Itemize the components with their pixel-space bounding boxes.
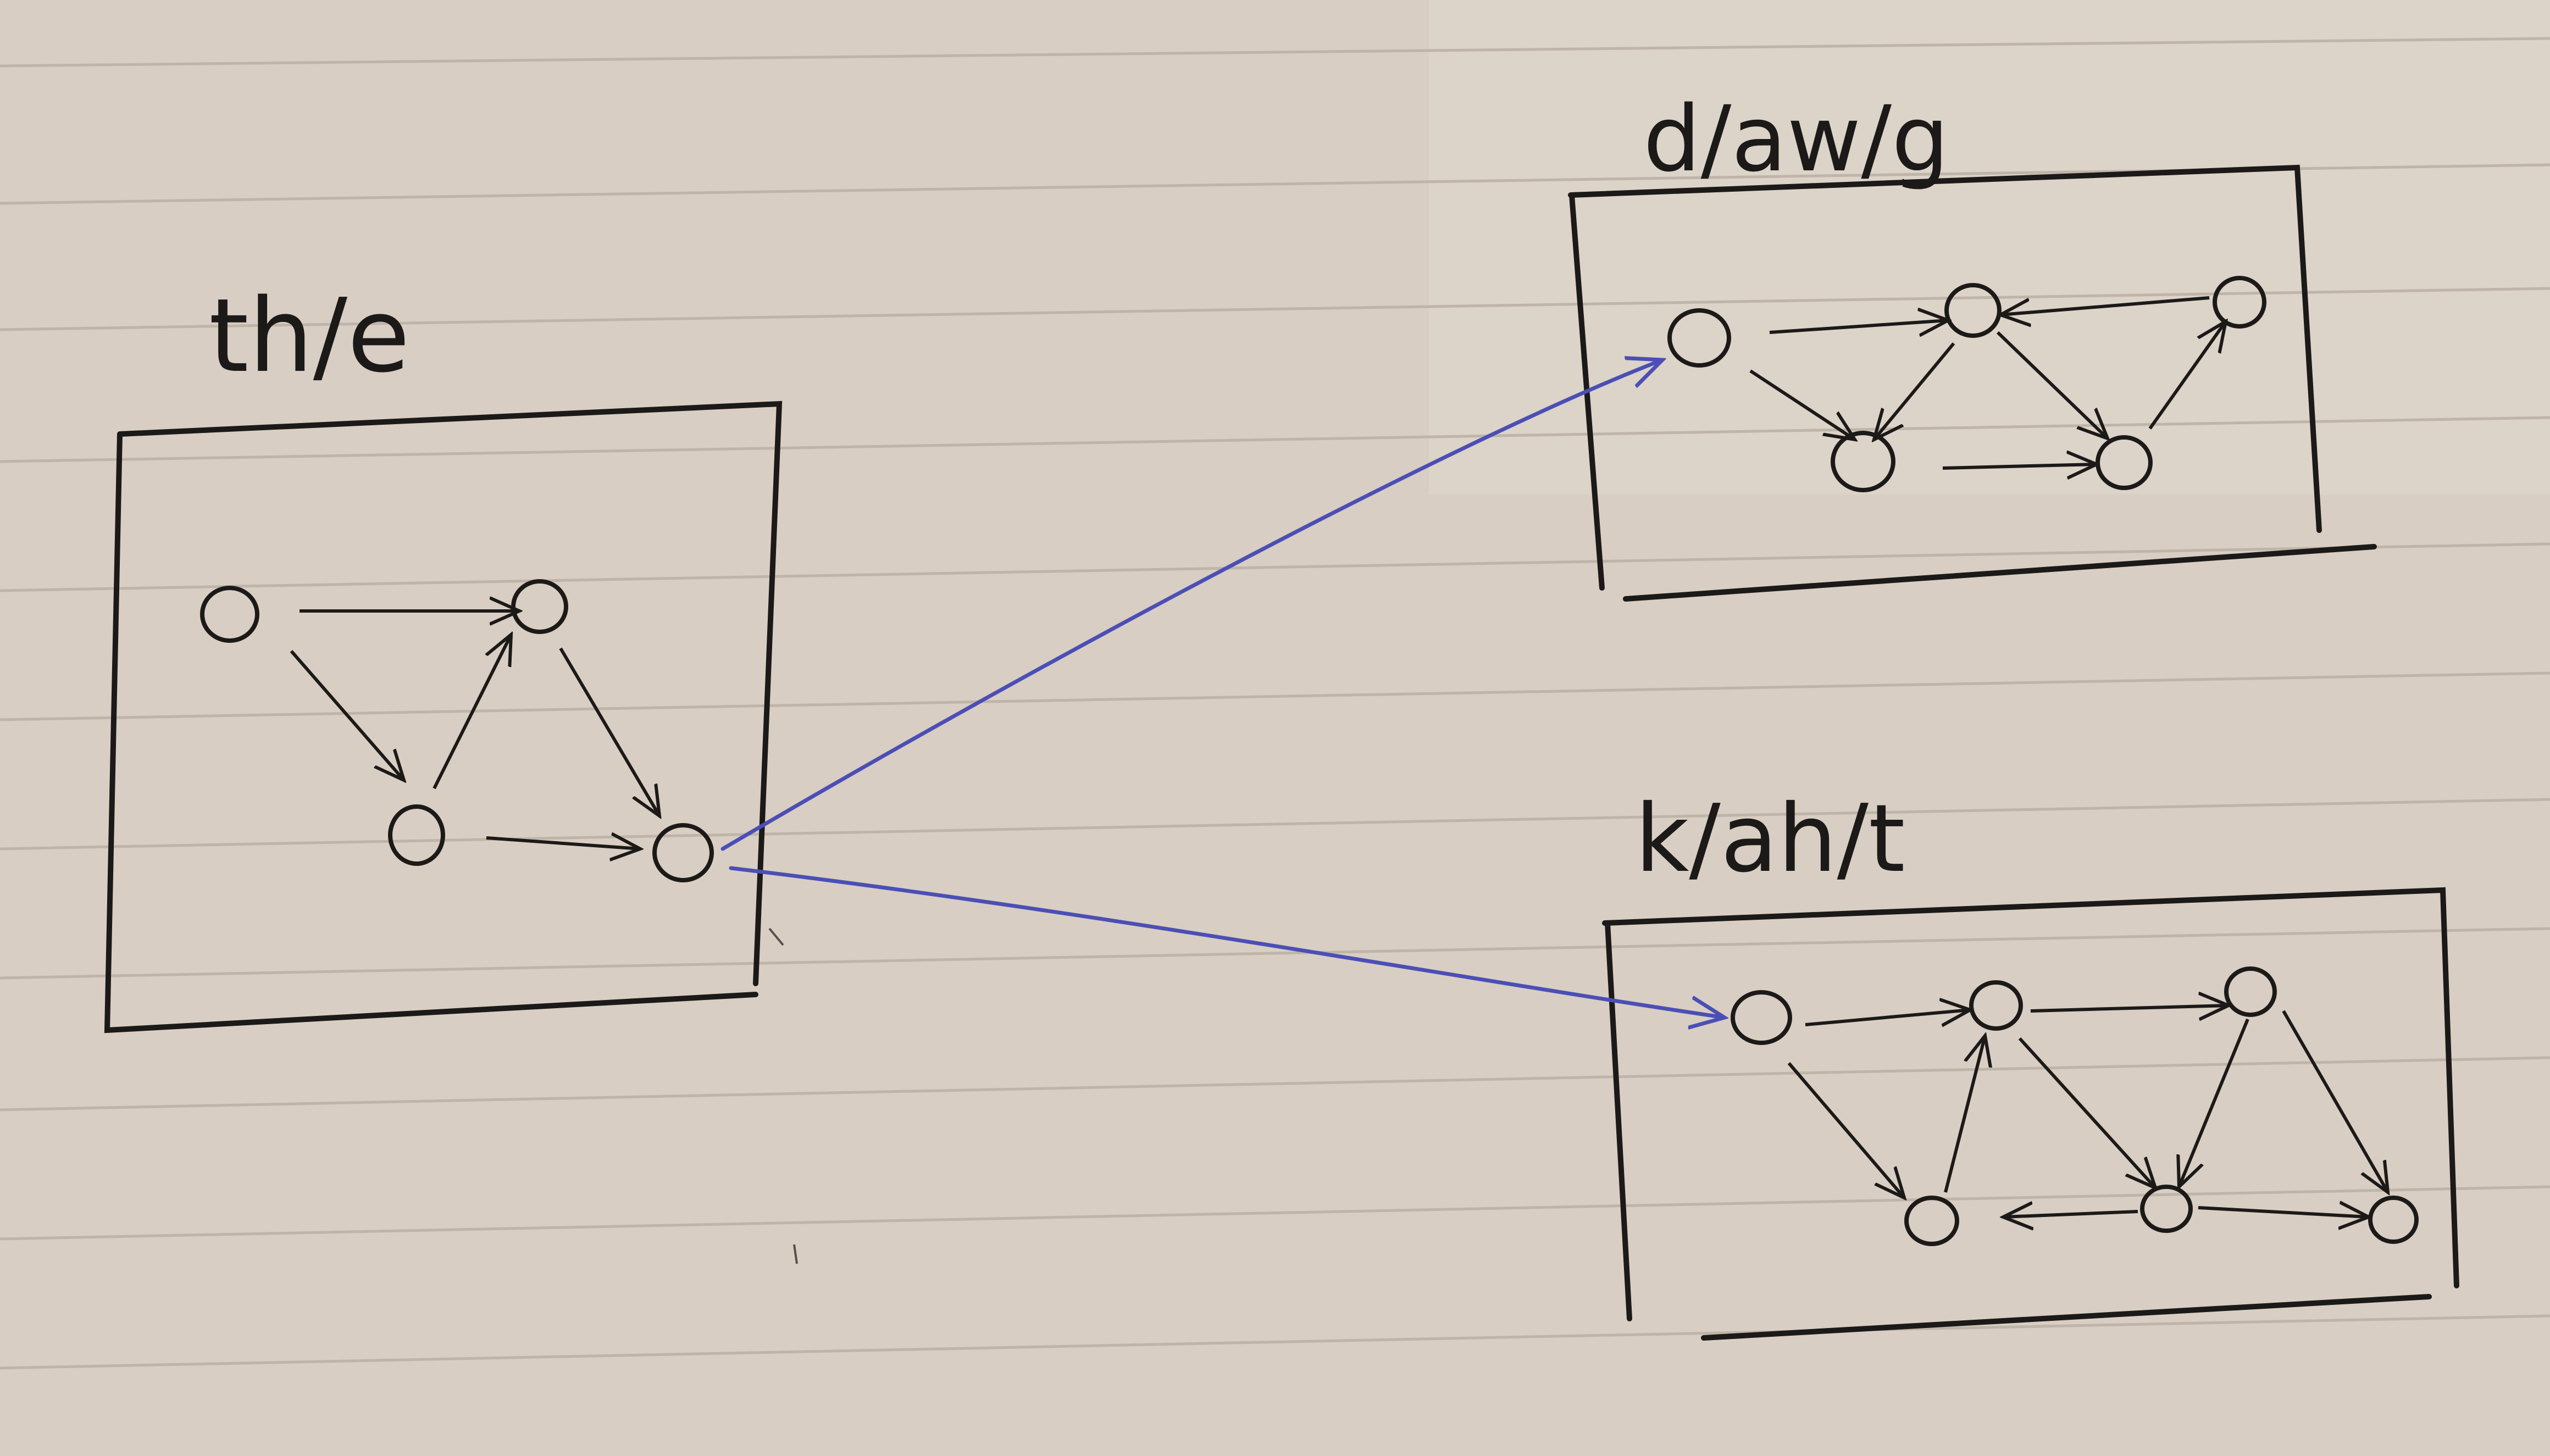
edge — [1749, 369, 1855, 440]
node — [388, 804, 445, 866]
ruled-line — [0, 542, 2550, 592]
node — [2140, 1185, 2193, 1233]
connector-to-d-aw-g — [720, 360, 1662, 851]
ruled-line — [0, 1314, 2550, 1370]
edge — [433, 635, 511, 790]
ruled-line — [0, 287, 2550, 331]
node — [1731, 990, 1792, 1045]
blue-connectors — [720, 360, 1725, 1018]
graph-k-ah-t: k/ah/t — [1602, 785, 2459, 1341]
ruled-line — [0, 671, 2550, 721]
ruled-line — [0, 927, 2550, 980]
edge — [1787, 1062, 1904, 1198]
ruled-line — [0, 1056, 2550, 1112]
edge — [2282, 1010, 2388, 1192]
ruled-line — [0, 37, 2550, 68]
ruled-lines — [0, 37, 2550, 1370]
edge — [1944, 1036, 1985, 1193]
graph-box — [104, 401, 783, 1033]
graph-edges — [1749, 296, 2226, 468]
edge — [2030, 1005, 2229, 1011]
ruled-line — [0, 163, 2550, 205]
edge — [2000, 296, 2210, 315]
ruled-line — [0, 1185, 2550, 1241]
edge — [2198, 1208, 2369, 1217]
stray-marks — [768, 927, 798, 1264]
graph-edges — [290, 611, 659, 849]
graph-nodes — [200, 579, 714, 882]
node — [200, 586, 259, 643]
node — [1904, 1196, 1959, 1246]
graph-edges — [1787, 1005, 2388, 1217]
graph-label-k-ah-t: k/ah/t — [1635, 785, 1905, 893]
edge — [559, 647, 659, 816]
graph-th-e: th/e — [104, 276, 783, 1033]
edge — [2003, 1212, 2138, 1217]
edge — [1942, 464, 2097, 468]
ruled-line — [0, 416, 2550, 463]
edge — [1769, 320, 1948, 332]
node — [1667, 308, 1731, 368]
ruled-line — [0, 798, 2550, 851]
edge — [1805, 1010, 1970, 1025]
node — [1831, 431, 1895, 492]
graph-label-d-aw-g: d/aw/g — [1643, 86, 1949, 192]
edge — [486, 838, 640, 849]
node — [2213, 276, 2266, 329]
edge — [2148, 321, 2226, 430]
edge — [1874, 342, 1955, 440]
edge — [1996, 331, 2108, 438]
edge — [290, 650, 404, 780]
paper-shade-top-right — [1429, 0, 2550, 494]
connector-to-k-ah-t — [729, 866, 1725, 1018]
edge — [2179, 1018, 2249, 1187]
graph-label-th-e: th/e — [209, 276, 410, 395]
node — [652, 823, 714, 882]
graph-box — [1602, 887, 2459, 1341]
edge — [2018, 1037, 2155, 1188]
